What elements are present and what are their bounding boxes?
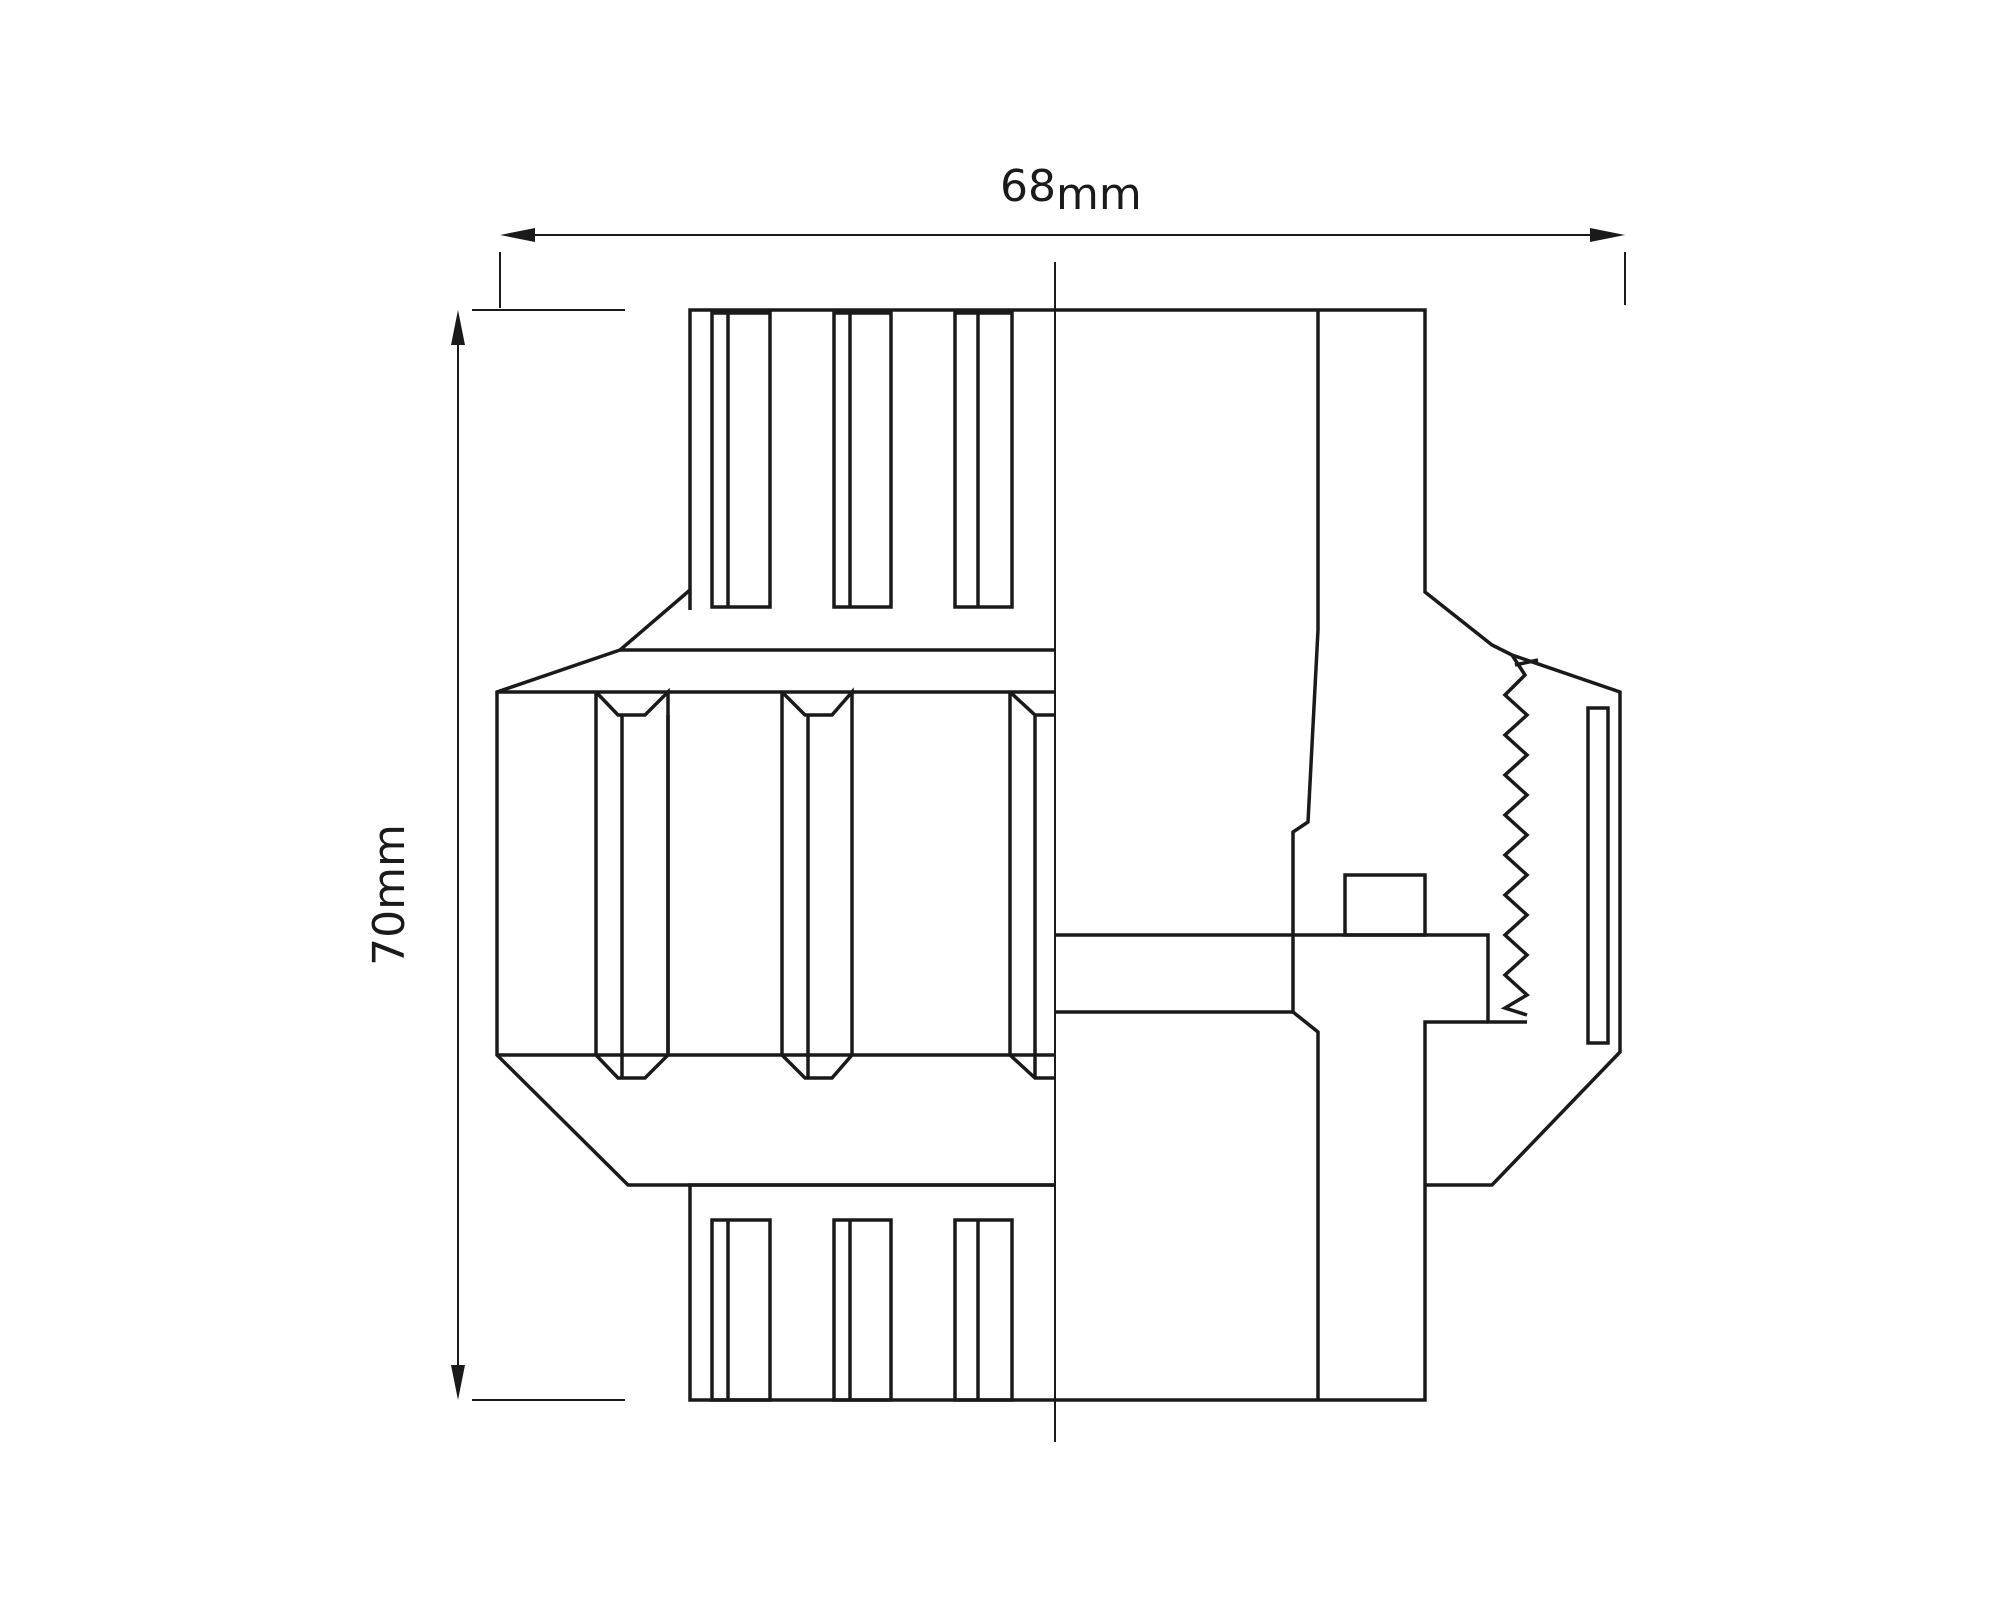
- top-rib-slot-3: [953, 311, 1014, 609]
- width-dimension-unit: mm: [1056, 169, 1142, 220]
- width-dimension-line: [499, 228, 1626, 308]
- section-upper-body: [1055, 308, 1513, 657]
- height-arrow-bottom: [451, 1365, 465, 1400]
- width-dimension-label: 68mm: [1000, 165, 1142, 217]
- nut-groove-1: [594, 687, 670, 1080]
- section-flange-top: [1055, 933, 1527, 1024]
- section-inner-bore-lower: [1291, 1010, 1320, 1400]
- nut-groove-2: [780, 687, 854, 1080]
- section-lower-body: [1055, 1020, 1488, 1402]
- hex-nut: [495, 648, 1055, 1187]
- top-rib-slot-2: [832, 311, 893, 609]
- section-flange-left: [1055, 935, 1295, 1014]
- top-collar-chamfer: [615, 588, 1055, 652]
- section-inner-bore-upper: [1291, 310, 1320, 935]
- section-nut-slot: [1586, 706, 1610, 1045]
- section-view: [1055, 308, 1622, 1402]
- section-gasket: [1343, 873, 1427, 937]
- nut-groove-3: [1008, 692, 1055, 1080]
- height-dimension-line: [451, 309, 625, 1401]
- width-dimension-value: 68: [1000, 161, 1056, 212]
- bottom-rib-slot-2: [832, 1218, 893, 1402]
- top-collar-outline: [688, 308, 1055, 610]
- bottom-rib-slot-1: [710, 1218, 772, 1402]
- section-thread-zigzag: [1500, 654, 1530, 1017]
- bottom-collar-outline: [688, 1183, 1055, 1402]
- section-thread-top-cap: [1514, 658, 1539, 667]
- bottom-rib-slot-3: [953, 1218, 1014, 1402]
- bottom-collar-ribbed: [688, 1183, 1055, 1402]
- width-arrow-right: [1590, 228, 1625, 242]
- height-arrow-top: [451, 310, 465, 345]
- top-rib-slot-1: [710, 311, 772, 609]
- nut-groove-3-top: [1008, 690, 1055, 717]
- top-collar-ribbed: [615, 308, 1055, 652]
- section-nut-flank: [1425, 653, 1622, 1187]
- width-arrow-left: [500, 228, 535, 242]
- hex-nut-outline: [495, 648, 1055, 1187]
